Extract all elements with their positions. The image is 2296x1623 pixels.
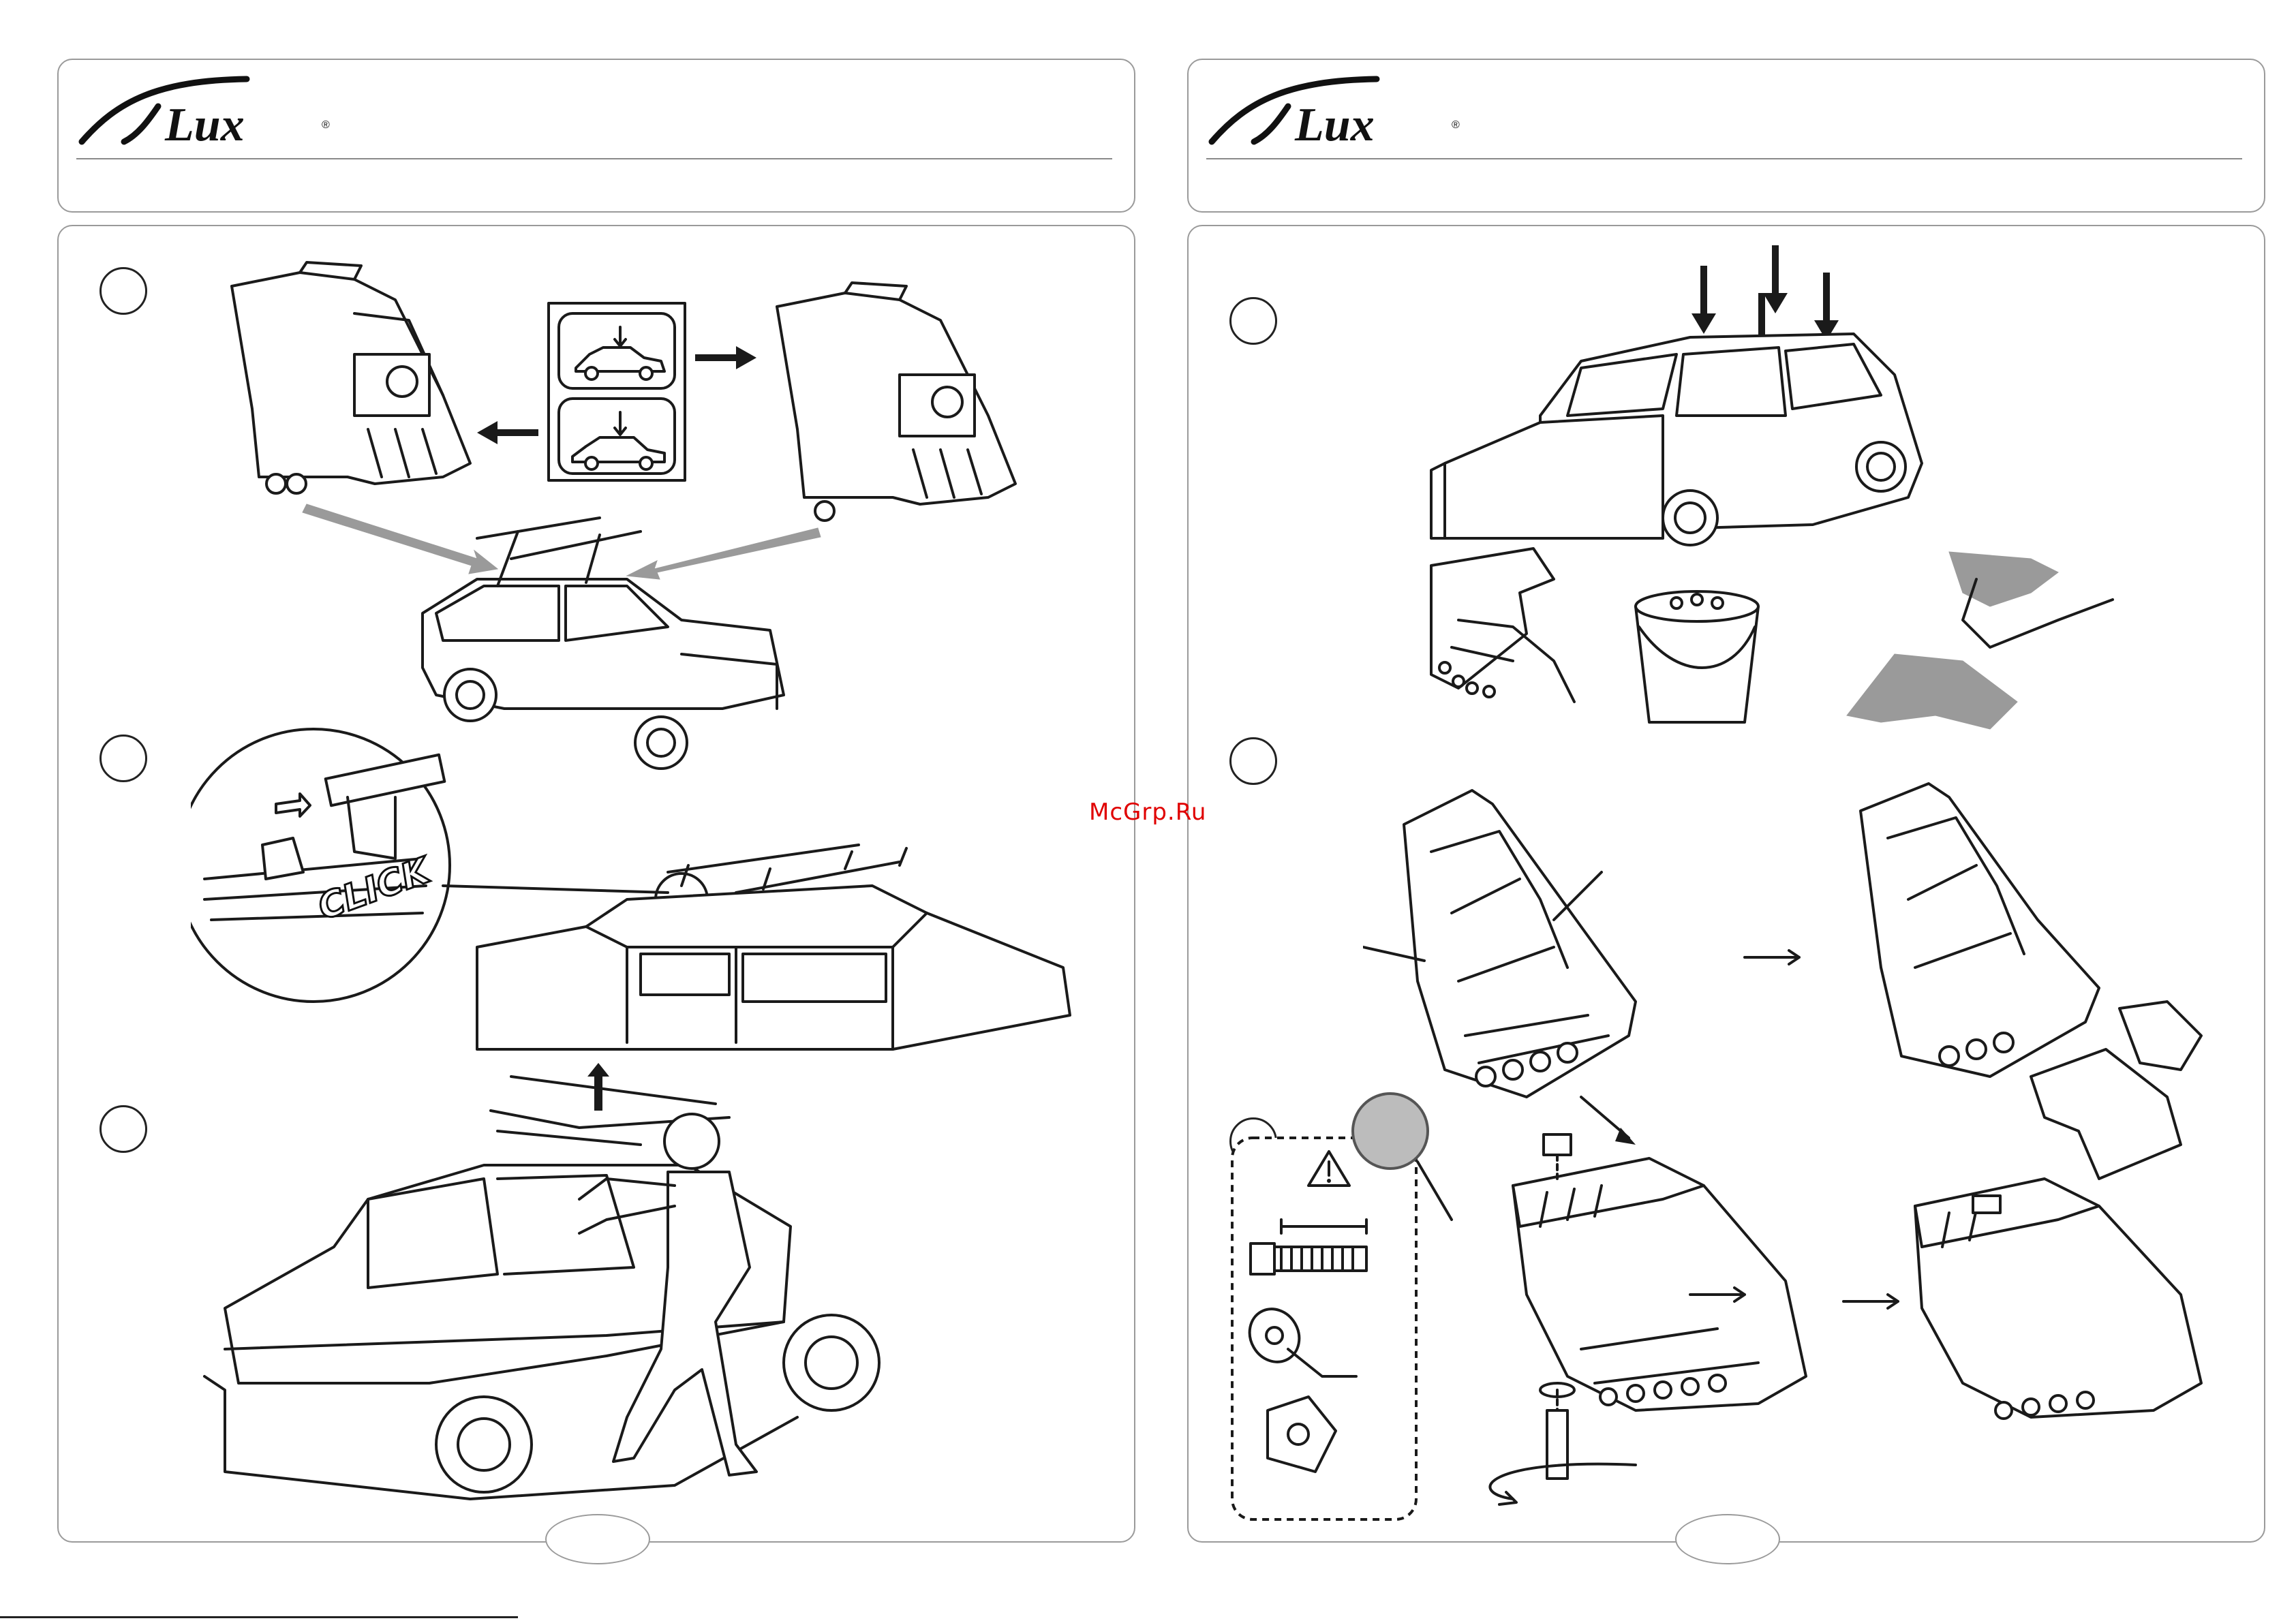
lux-logo-left: Lux ® (76, 74, 335, 149)
roof-foot-bracket-left (232, 262, 470, 493)
lux-logo-right: Lux ® (1206, 74, 1465, 149)
watermark-text: McGrp.Ru (1089, 799, 1206, 826)
brand-wordmark: Lux (1294, 99, 1375, 149)
left-step-3-marker (100, 1105, 147, 1153)
svg-text:®: ® (1452, 119, 1460, 131)
right-step-2-marker (1229, 737, 1277, 785)
vehicle-type-selector (549, 303, 685, 480)
left-step-1-illustration (218, 259, 1077, 777)
left-step-1-marker (100, 267, 147, 315)
right-page-number-tab (1675, 1514, 1780, 1564)
left-page-number-tab (545, 1514, 650, 1564)
right-step-1-marker (1229, 297, 1277, 345)
left-header-rule (76, 158, 1112, 159)
right-step-3-illustration (1227, 1090, 2222, 1526)
bottom-edge-line (0, 1616, 518, 1618)
right-step-1-illustration (1377, 238, 2194, 756)
brand-wordmark: Lux (164, 99, 245, 149)
left-step-3-illustration (198, 1063, 961, 1526)
left-step-2-marker (100, 735, 147, 782)
left-step-2-illustration: CLICK (191, 722, 1090, 1077)
svg-text:®: ® (322, 119, 330, 131)
roof-foot-bracket-right (777, 283, 1015, 521)
right-header-rule (1206, 158, 2242, 159)
